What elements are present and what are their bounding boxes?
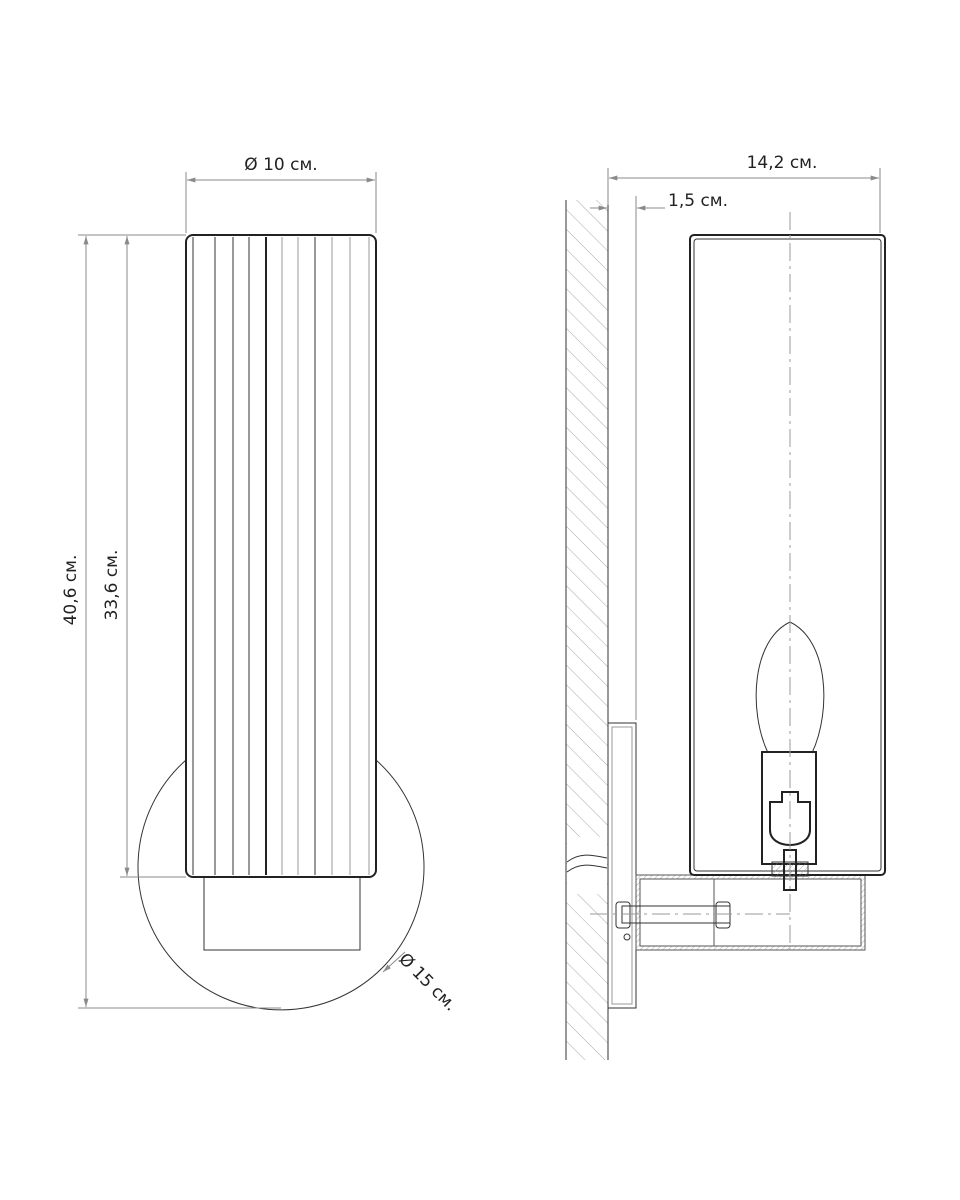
label-total-height: 40,6 см. <box>61 555 81 626</box>
wall-section <box>566 200 608 1060</box>
front-view: Ø 10 см. 40,6 см. 33,6 см. Ø 15 см. <box>61 155 461 1015</box>
wall-mount-plate <box>607 722 637 1009</box>
shade-ribs <box>192 237 370 875</box>
label-shade-diameter: Ø 10 см. <box>244 155 317 175</box>
shade-front <box>185 234 377 878</box>
shade-side <box>689 234 886 876</box>
label-total-depth: 14,2 см. <box>747 153 818 173</box>
label-backplate-diameter: Ø 15 см. <box>394 949 460 1015</box>
label-shade-height: 33,6 см. <box>102 550 122 621</box>
label-wall-offset: 1,5 см. <box>668 191 728 211</box>
leader-backplate-diameter <box>382 951 406 973</box>
side-view: 14,2 см. 1,5 см. <box>565 153 886 1060</box>
backplate-circle <box>137 759 425 1011</box>
socket-cup <box>203 876 361 951</box>
